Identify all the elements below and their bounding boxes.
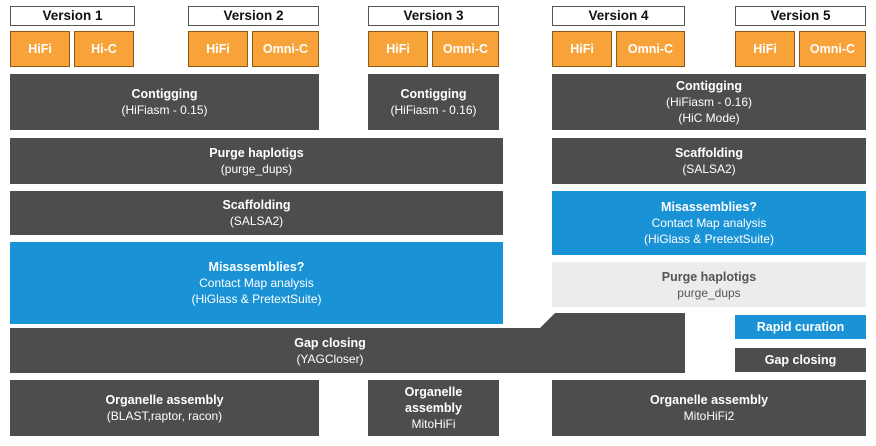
step-detail: (BLAST,raptor, racon) [106,409,223,423]
step-detail: MitoHiFi2 [683,409,735,423]
version-5-header: Version 5 [735,6,866,26]
step-title: Organelle assembly [649,393,769,407]
version-3-header: Version 3 [368,6,499,26]
step-title: Contigging [400,87,467,101]
step-detail: Contact Map analysis [199,276,314,290]
tag-v2-omnic: Omni-C [252,31,319,67]
step-title: Misassemblies? [208,260,305,274]
step-title: Organelle assembly [404,385,463,415]
step-detail: (HiFiasm - 0.15) [121,103,208,117]
step-detail: (SALSA2) [229,214,284,228]
step-title: Rapid curation [756,320,845,334]
contigging-v1-v2: Contigging (HiFiasm - 0.15) [10,74,319,130]
step-detail: (HiGlass & PretextSuite) [643,232,775,246]
purge-haplotigs-v4-v5: Purge haplotigs purge_dups [552,262,866,307]
step-detail: (SALSA2) [682,162,736,176]
step-title: Purge haplotigs [209,146,304,160]
step-title: Organelle assembly [105,393,224,407]
version-1-header: Version 1 [10,6,135,26]
gap-closing-v5: Gap closing [735,348,866,372]
purge-haplotigs-v1-v3: Purge haplotigs (purge_dups) [10,138,503,184]
step-title: Purge haplotigs [661,269,757,284]
tag-v3-hifi: HiFi [368,31,428,67]
contigging-v3: Contigging (HiFiasm - 0.16) [368,74,499,130]
misassemblies-v1-v3: Misassemblies? Contact Map analysis (HiG… [10,242,503,324]
tag-v5-omnic: Omni-C [799,31,866,67]
tag-v5-hifi: HiFi [735,31,795,67]
contigging-v4-v5: Contigging (HiFiasm - 0.16) (HiC Mode) [552,74,866,130]
step-detail: (purge_dups) [220,162,293,176]
step-detail: Contact Map analysis [651,216,767,230]
organelle-assembly-v4-v5: Organelle assembly MitoHiFi2 [552,380,866,436]
scaffolding-v1-v3: Scaffolding (SALSA2) [10,191,503,235]
step-title: Scaffolding [222,198,291,212]
step-detail: (HiGlass & PretextSuite) [191,292,322,306]
tag-v1-hic: Hi-C [74,31,134,67]
step-title: Gap closing [294,335,366,350]
tag-v4-omnic: Omni-C [616,31,685,67]
tag-v3-omnic: Omni-C [432,31,499,67]
step-title: Contigging [676,79,742,93]
rapid-curation-v5: Rapid curation [735,315,866,339]
step-detail: (HiFiasm - 0.16) [390,103,477,117]
step-title: Scaffolding [674,146,744,160]
misassemblies-v4-v5: Misassemblies? Contact Map analysis (HiG… [552,191,866,255]
step-detail: (YAGCloser) [296,351,364,366]
step-detail: MitoHiFi [411,417,456,431]
tag-v4-hifi: HiFi [552,31,612,67]
step-detail: (HiFiasm - 0.16) [665,95,752,109]
step-detail: purge_dups [677,285,741,300]
scaffolding-v4-v5: Scaffolding (SALSA2) [552,138,866,184]
step-title: Gap closing [764,353,837,367]
organelle-assembly-v1-v2: Organelle assembly (BLAST,raptor, racon) [10,380,319,436]
tag-v2-hifi: HiFi [188,31,248,67]
step-detail: (HiC Mode) [678,111,740,125]
version-2-header: Version 2 [188,6,319,26]
step-title: Contigging [131,87,198,101]
tag-v1-hifi: HiFi [10,31,70,67]
version-4-header: Version 4 [552,6,685,26]
gap-closing-v1-v4: Gap closing (YAGCloser) [10,328,650,373]
organelle-assembly-v3: Organelle assembly MitoHiFi [368,380,499,436]
step-title: Misassemblies? [661,200,757,214]
